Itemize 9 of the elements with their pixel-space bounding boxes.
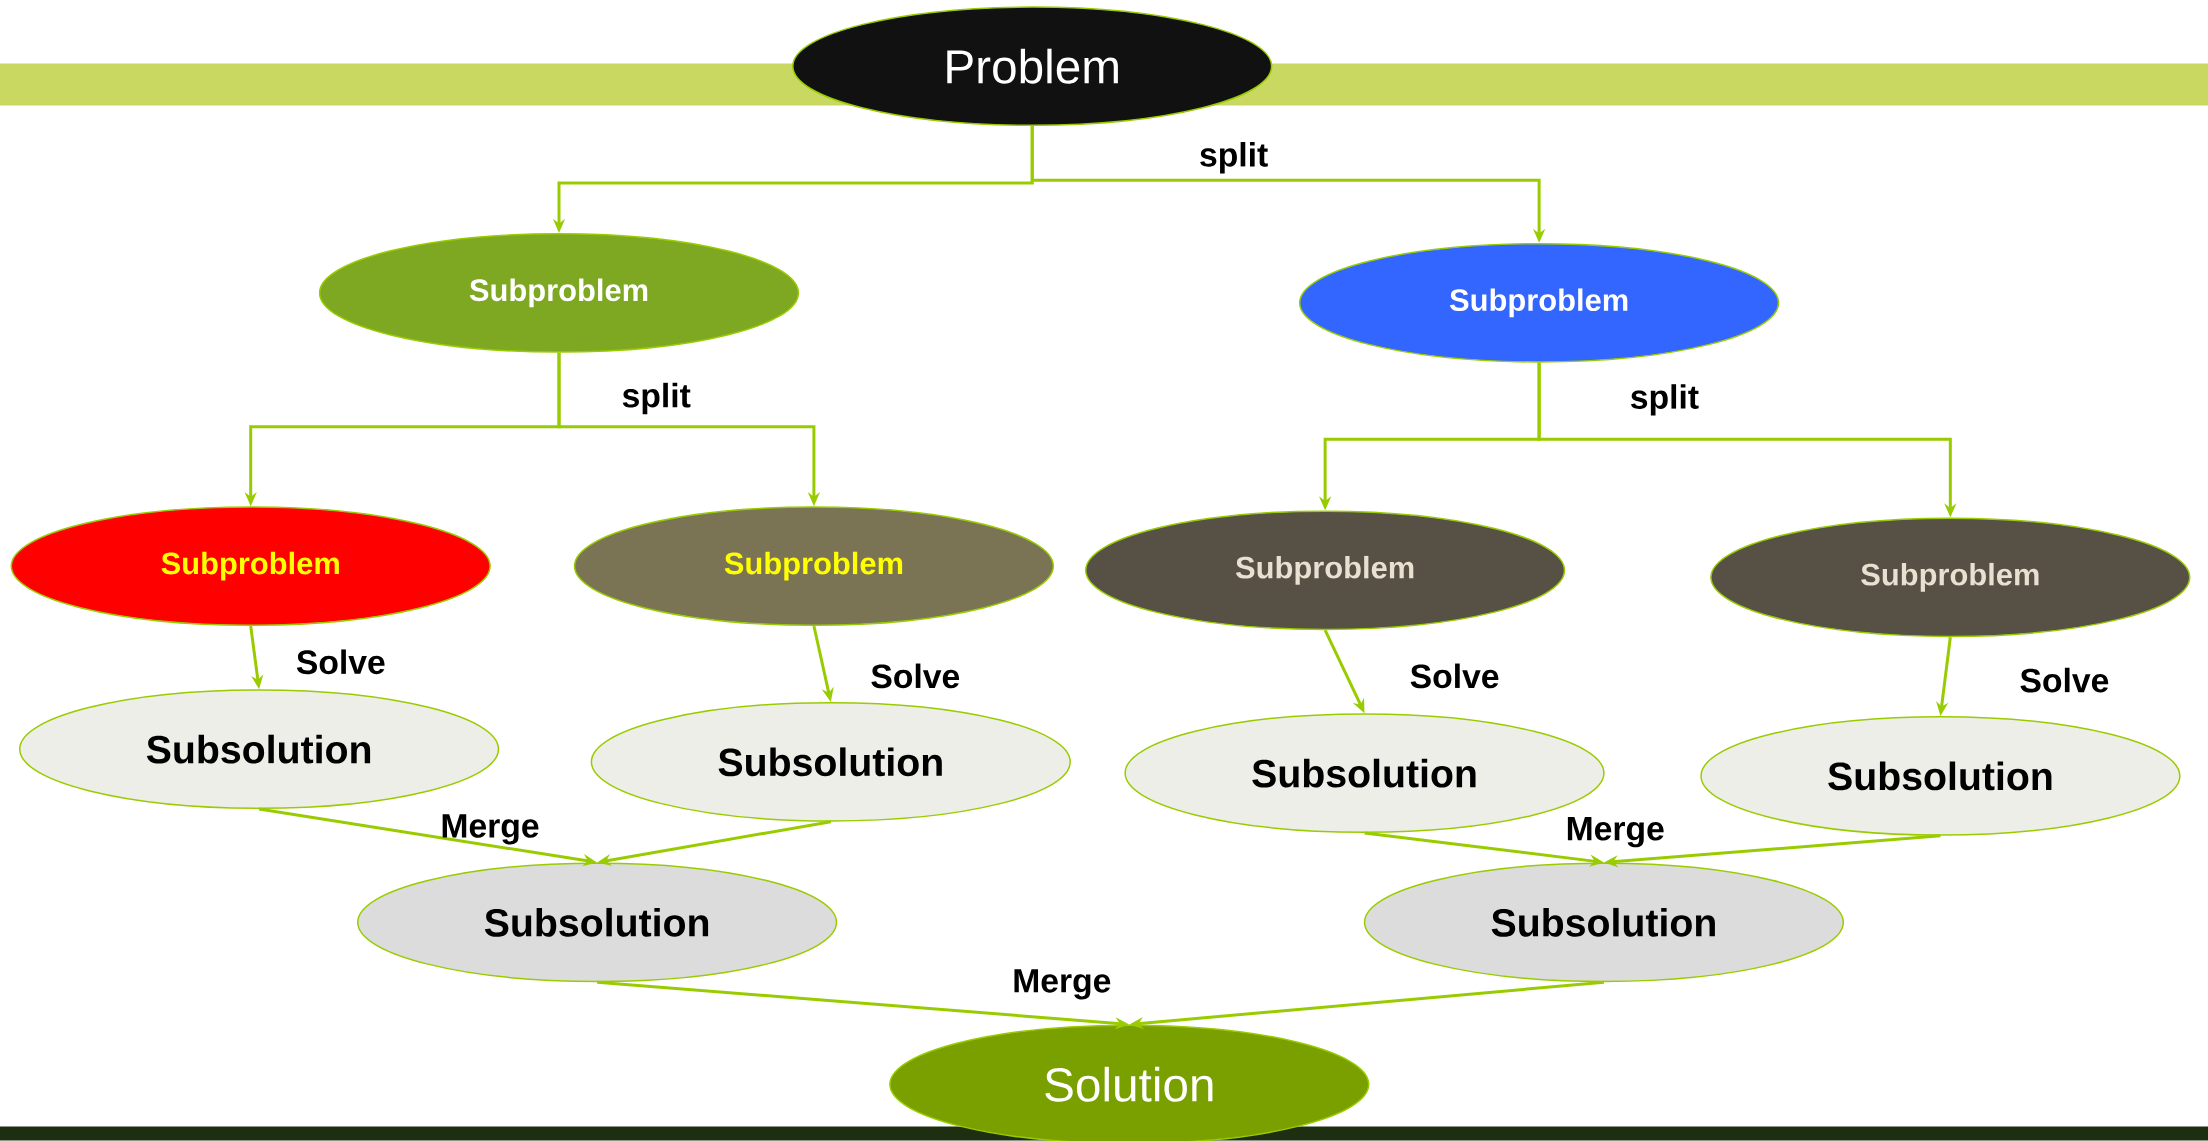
- edge-label: split: [622, 382, 691, 415]
- edge-label: split: [1631, 384, 1699, 416]
- edge-label: Solve: [2020, 667, 2109, 693]
- edge-label: Solve: [1410, 663, 1499, 689]
- edge-label: Merge: [442, 814, 539, 845]
- edge-label: Solve: [296, 649, 385, 675]
- edge-label: Merge: [1014, 969, 1111, 1000]
- edge-label: split: [1200, 142, 1268, 174]
- edge-label: Solve: [871, 663, 960, 689]
